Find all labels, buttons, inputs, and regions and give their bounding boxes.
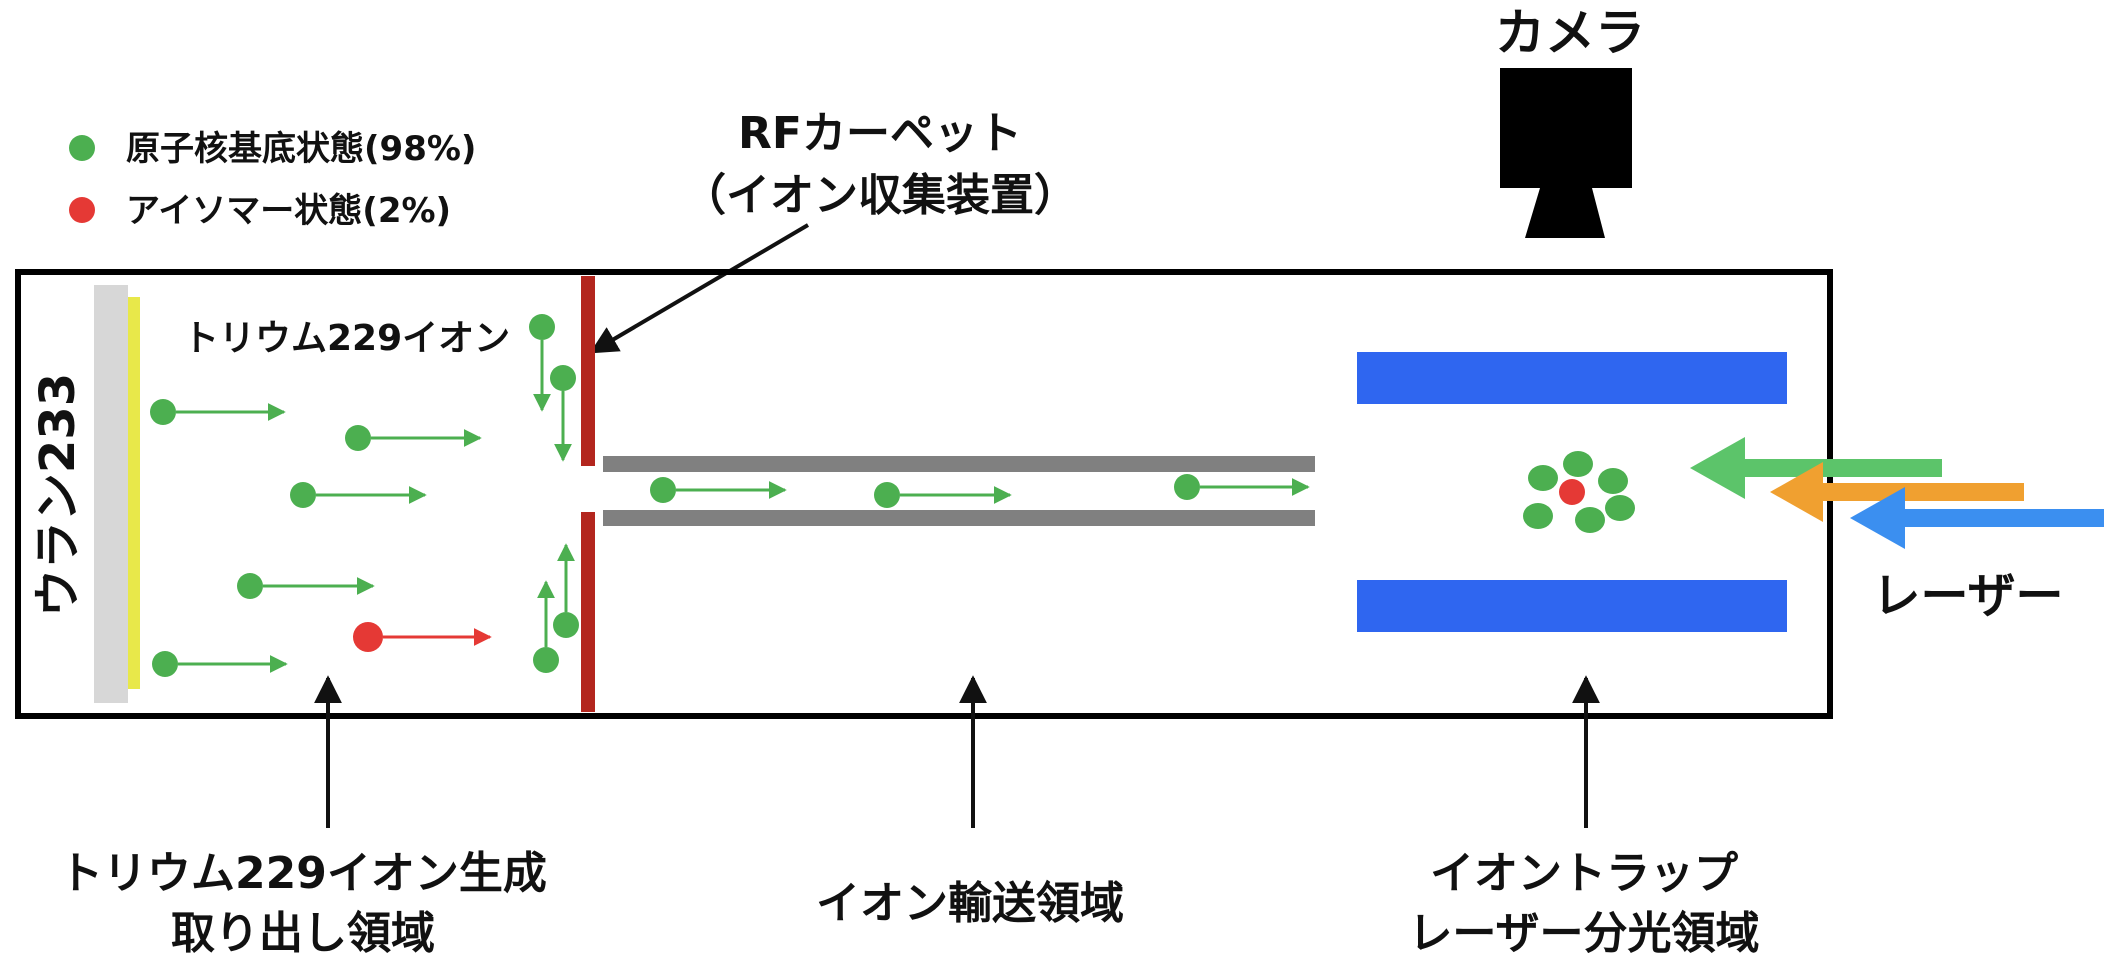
legend-isomer-dot <box>69 197 95 223</box>
laser-beams <box>1690 437 2104 549</box>
ion-ground <box>1605 495 1635 521</box>
region-trap-sublabel: レーザー分光領域 <box>1408 908 1759 959</box>
uranium-label: ウラン233 <box>30 373 86 617</box>
legend-ground-dot <box>69 135 95 161</box>
laser-beam-blue <box>1900 509 2104 527</box>
laser-beam-blue-head <box>1850 487 1905 549</box>
ion-ground <box>529 314 555 340</box>
recoil-ions <box>150 399 492 677</box>
ion-ground <box>650 477 676 503</box>
ion-isomer <box>353 622 383 652</box>
ion-ground <box>1174 474 1200 500</box>
ion-ground <box>553 612 579 638</box>
rf-carpet-pointer <box>589 223 810 354</box>
region-transport-label: イオン輸送領域 <box>816 878 1124 929</box>
ion-ground <box>150 399 176 425</box>
ion-ground <box>1575 507 1605 533</box>
laser-label: レーザー <box>1872 568 2063 624</box>
laser-beam-orange <box>1818 483 2024 501</box>
trapped-ion-cluster <box>1523 451 1635 533</box>
ion-ground <box>1598 468 1628 494</box>
legend: 原子核基底状態(98%) アイソマー状態(2%) <box>69 129 476 231</box>
legend-isomer-label: アイソマー状態(2%) <box>126 191 451 231</box>
ion-ground <box>152 651 178 677</box>
trap-electrode-lower <box>1357 580 1787 632</box>
ion-isomer <box>1559 479 1585 505</box>
thorium-ion-label: トリウム229イオン <box>183 318 510 359</box>
ion-ground <box>345 425 371 451</box>
region-production-sublabel: 取り出し領域 <box>171 908 435 959</box>
trap-electrode-upper <box>1357 352 1787 404</box>
region-production-label: トリウム229イオン生成 <box>59 848 547 899</box>
ion-ground <box>550 365 576 391</box>
ion-ground <box>237 573 263 599</box>
carpet-ions <box>529 314 579 673</box>
legend-ground-label: 原子核基底状態(98%) <box>126 129 476 169</box>
ion-ground <box>874 482 900 508</box>
ion-ground <box>1563 451 1593 477</box>
ion-ground <box>290 482 316 508</box>
region-trap-label: イオントラップ <box>1430 848 1738 899</box>
laser-beam-green <box>1740 459 1942 477</box>
transport-rail-lower <box>603 510 1315 526</box>
camera-icon <box>1500 68 1632 238</box>
rf-carpet-lower <box>581 512 595 712</box>
ion-ground <box>1523 503 1553 529</box>
laser-beam-green-head <box>1690 437 1745 499</box>
uranium-plate <box>94 285 128 703</box>
uranium-film <box>128 297 140 689</box>
camera-label: カメラ <box>1495 4 1645 62</box>
rf-carpet-upper <box>581 276 595 466</box>
rf-carpet-label: RFカーペット <box>738 108 1022 159</box>
ion-ground <box>533 647 559 673</box>
ion-ground <box>1528 465 1558 491</box>
transport-rail-upper <box>603 456 1315 472</box>
rf-carpet-sublabel: （イオン収集装置） <box>682 170 1078 221</box>
transport-ions <box>650 474 1310 508</box>
laser-beam-orange-head <box>1770 462 1823 522</box>
